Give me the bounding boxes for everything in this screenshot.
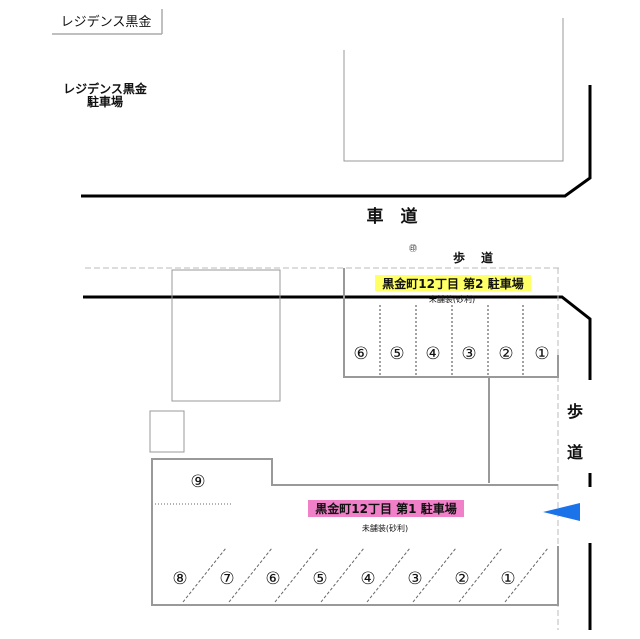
road-edge-upper [81, 85, 592, 198]
lot1-space-6: ⑥ [265, 569, 280, 589]
lot1-divider [182, 547, 227, 603]
lot1-space-1: ① [500, 569, 515, 589]
lot2-surface: 未舗装(砂利) [429, 294, 475, 304]
entrance-arrow-icon [543, 503, 580, 521]
small-structure [149, 410, 185, 453]
lot2: 黒金町12丁目 第2 駐車場 未舗装(砂利) ⑥ ⑤ ④ ③ ② ① [343, 268, 559, 378]
sidewalk-right-c1: 歩 [567, 402, 583, 421]
roadway-label: 車 道 [367, 206, 418, 227]
lot1-divider [412, 547, 457, 603]
lot2-outline [343, 268, 559, 378]
road-edge-lower [83, 295, 592, 380]
residence-parking-line2: 駐車場 [87, 94, 123, 109]
header-label: レジデンス黒金 [61, 14, 152, 30]
lot1-title: 黒金町12丁目 第1 駐車場 [315, 501, 456, 516]
lot1-divider [458, 547, 503, 603]
sidewalk-top-c2: 道 [481, 250, 493, 265]
lot1-divider [228, 547, 273, 603]
lot1-space-4: ④ [360, 569, 375, 589]
lot2-title: 黒金町12丁目 第2 駐車場 [382, 276, 523, 291]
lot1-outline [151, 458, 559, 606]
lot1-divider [274, 547, 319, 603]
lot2-space-2: ② [498, 344, 513, 364]
lot2-space-5: ⑤ [389, 344, 404, 364]
building [171, 269, 281, 402]
lot1-space-7: ⑦ [219, 569, 234, 589]
building-outline-top [343, 18, 564, 162]
lot1-space-2: ② [454, 569, 469, 589]
utility-pole-icon: ㊞ [409, 244, 417, 253]
residence-parking-line1: レジデンス黒金 [63, 81, 148, 96]
header-label-box: レジデンス黒金 [52, 9, 163, 35]
lot1-space-9: ⑨ [190, 472, 205, 492]
lot2-space-6: ⑥ [353, 344, 368, 364]
lot1-divider [320, 547, 365, 603]
lot2-space-1: ① [534, 344, 549, 364]
lot2-space-3: ③ [461, 344, 476, 364]
sidewalk-top-c1: 歩 [453, 250, 465, 265]
lot2-space-4: ④ [425, 344, 440, 364]
lot1: ⑨ 黒金町12丁目 第1 駐車場 未舗装(砂利) ⑧ ⑦ ⑥ ⑤ ④ ③ ② ① [151, 458, 559, 606]
lot2-title-highlight [375, 275, 531, 291]
sidewalk-right-c2: 道 [567, 443, 583, 462]
lot1-divider [504, 547, 549, 603]
lot1-space-5: ⑤ [312, 569, 327, 589]
lot1-title-highlight [308, 500, 464, 517]
lot1-divider [366, 547, 411, 603]
lot1-space-3: ③ [407, 569, 422, 589]
lot1-surface: 未舗装(砂利) [362, 523, 408, 533]
lot1-space-8: ⑧ [172, 569, 187, 589]
